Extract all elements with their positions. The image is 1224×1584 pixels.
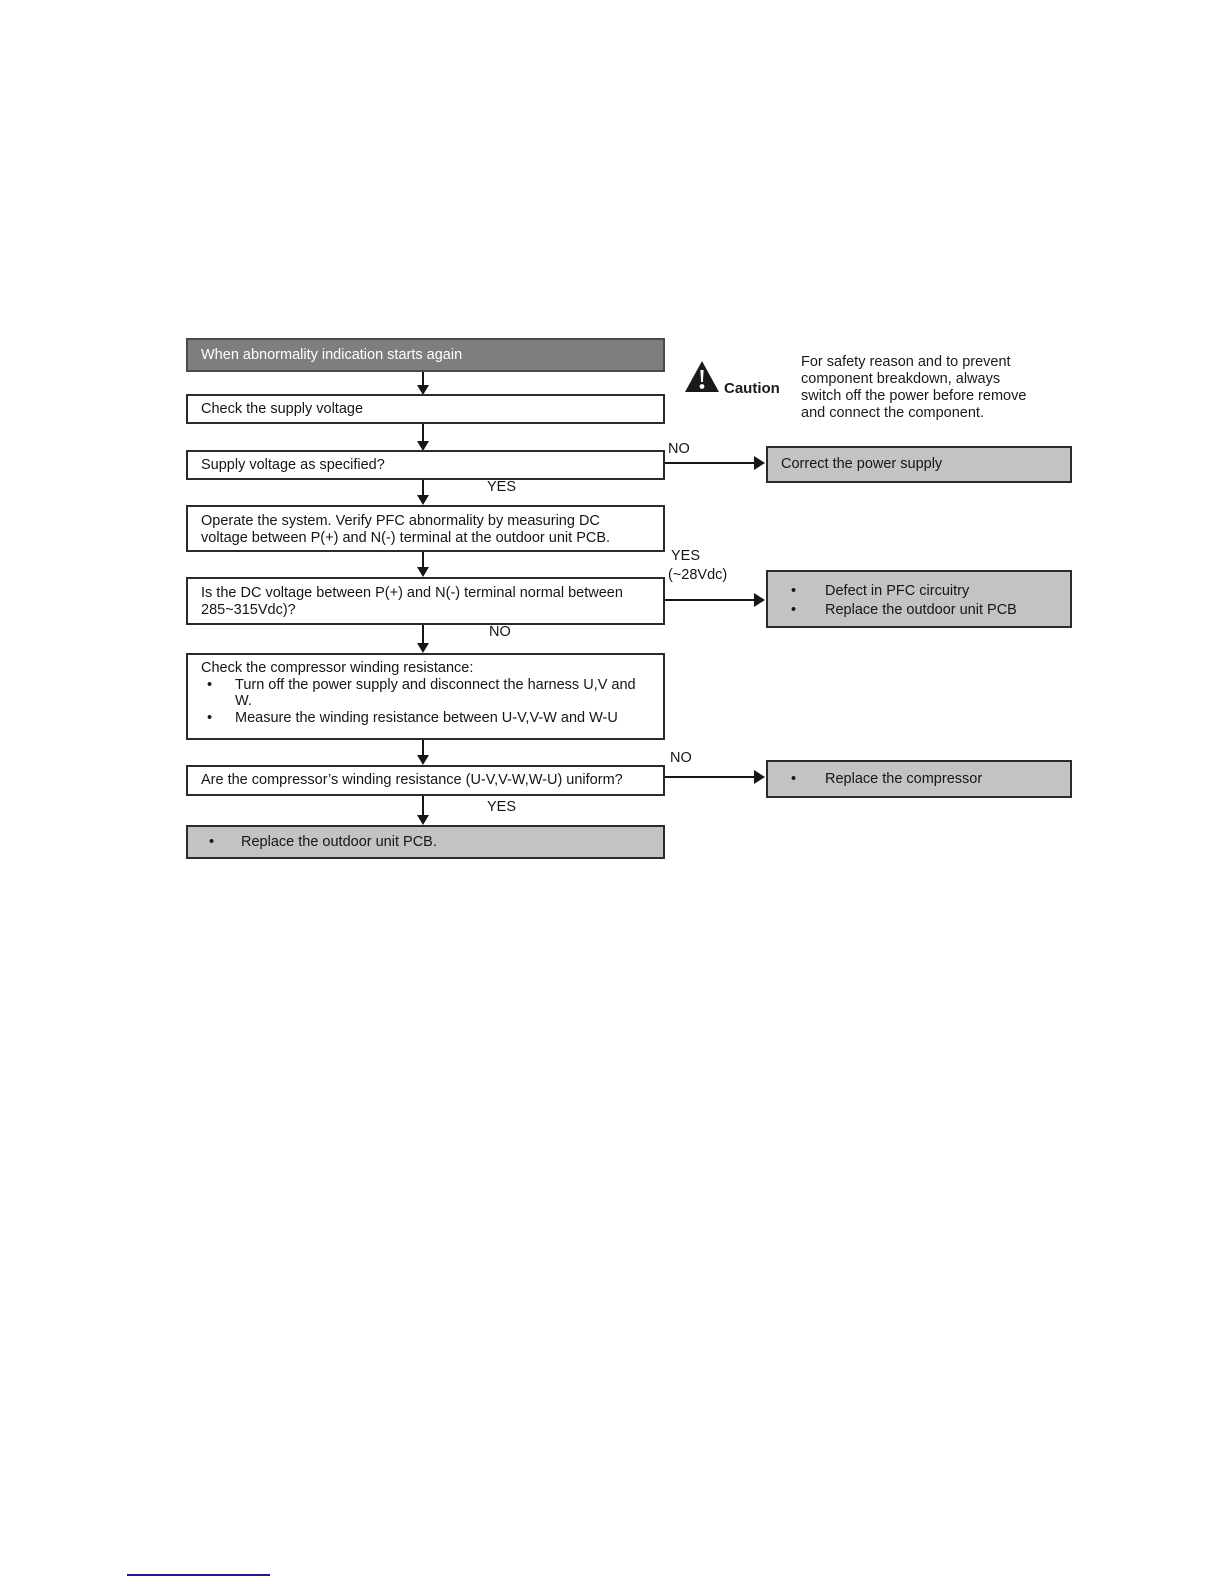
bullet-glyph: • bbox=[791, 770, 797, 787]
warning-triangle-icon bbox=[684, 360, 720, 394]
flow-dc-question-node: Is the DC voltage between P(+) and N(-) … bbox=[186, 577, 665, 625]
branch-label-yes-2-sub: (~28Vdc) bbox=[668, 567, 728, 583]
flow-supply-question-label: Supply voltage as specified? bbox=[201, 456, 385, 473]
branch-label-yes-1: YES bbox=[487, 479, 517, 495]
branch-label-no-3: NO bbox=[670, 750, 692, 766]
flow-check-supply-node: Check the supply voltage bbox=[186, 394, 665, 424]
result-correct-supply-label: Correct the power supply bbox=[781, 456, 943, 472]
result-pfc-bullet-1-label: Defect in PFC circuitry bbox=[825, 583, 970, 599]
arrow-down-6 bbox=[417, 740, 429, 765]
bullet-glyph: • bbox=[207, 709, 213, 726]
arrow-right-1 bbox=[665, 456, 765, 470]
bullet-glyph: • bbox=[207, 676, 213, 693]
branch-label-yes-3: YES bbox=[487, 799, 517, 815]
flow-start-label: When abnormality indication starts again bbox=[201, 346, 463, 363]
arrow-right-2 bbox=[665, 593, 765, 607]
result-correct-supply-node: Correct the power supply bbox=[766, 446, 1072, 483]
result-pfc-node: • Defect in PFC circuitry • Replace the … bbox=[766, 570, 1072, 628]
flow-winding-node: Check the compressor winding resistance:… bbox=[186, 653, 665, 740]
result-pfc-bullet-1: • Defect in PFC circuitry bbox=[781, 582, 1057, 601]
arrow-down-1 bbox=[417, 372, 429, 395]
flow-winding-bullet-1-label: Turn off the power supply and disconnect… bbox=[235, 676, 636, 710]
bullet-glyph: • bbox=[791, 583, 797, 599]
flow-supply-question-node: Supply voltage as specified? bbox=[186, 450, 665, 480]
result-pfc-bullet-2: • Replace the outdoor unit PCB bbox=[781, 601, 1057, 620]
branch-label-no-2: NO bbox=[489, 624, 511, 640]
bullet-glyph: • bbox=[209, 833, 215, 850]
flow-operate-label: Operate the system. Verify PFC abnormali… bbox=[201, 513, 611, 546]
caution-text-line: For safety reason and to prevent bbox=[801, 354, 1011, 370]
caution-text-line: and connect the component. bbox=[801, 405, 984, 421]
flow-final-node: • Replace the outdoor unit PCB. bbox=[186, 825, 665, 859]
footer-link-rule bbox=[127, 1574, 270, 1576]
flow-start-node: When abnormality indication starts again bbox=[186, 338, 665, 372]
flow-dc-question-label: Is the DC voltage between P(+) and N(-) … bbox=[201, 585, 623, 618]
flow-winding-title: Check the compressor winding resistance: bbox=[201, 660, 474, 676]
result-replace-compressor-label: Replace the compressor bbox=[825, 770, 983, 787]
caution-label: Caution bbox=[724, 380, 780, 397]
flow-check-supply-label: Check the supply voltage bbox=[201, 400, 364, 417]
caution-text-line: switch off the power before remove bbox=[801, 388, 1027, 404]
flow-uniform-question-label: Are the compressor’s winding resistance … bbox=[201, 772, 623, 788]
branch-label-no-1: NO bbox=[668, 441, 690, 457]
arrow-right-3 bbox=[665, 770, 765, 784]
arrow-down-4 bbox=[417, 552, 429, 577]
caution-text: For safety reason and to prevent compone… bbox=[801, 354, 1026, 422]
caution-text-line: component breakdown, always bbox=[801, 371, 1001, 387]
branch-label-yes-2: YES bbox=[671, 548, 701, 564]
flow-winding-bullet-2: • Measure the winding resistance between… bbox=[201, 710, 650, 727]
arrow-down-5 bbox=[417, 625, 429, 653]
flow-winding-bullet-2-label: Measure the winding resistance between U… bbox=[235, 709, 618, 726]
flow-uniform-question-node: Are the compressor’s winding resistance … bbox=[186, 765, 665, 796]
arrow-down-7 bbox=[417, 796, 429, 825]
bullet-glyph: • bbox=[791, 602, 797, 618]
result-replace-compressor-node: • Replace the compressor bbox=[766, 760, 1072, 798]
flow-final-label: Replace the outdoor unit PCB. bbox=[241, 833, 437, 850]
arrow-down-2 bbox=[417, 424, 429, 451]
result-pfc-bullet-2-label: Replace the outdoor unit PCB bbox=[825, 602, 1017, 618]
flow-operate-node: Operate the system. Verify PFC abnormali… bbox=[186, 505, 665, 552]
flow-winding-bullet-1: • Turn off the power supply and disconne… bbox=[201, 677, 650, 710]
arrow-down-3 bbox=[417, 480, 429, 505]
